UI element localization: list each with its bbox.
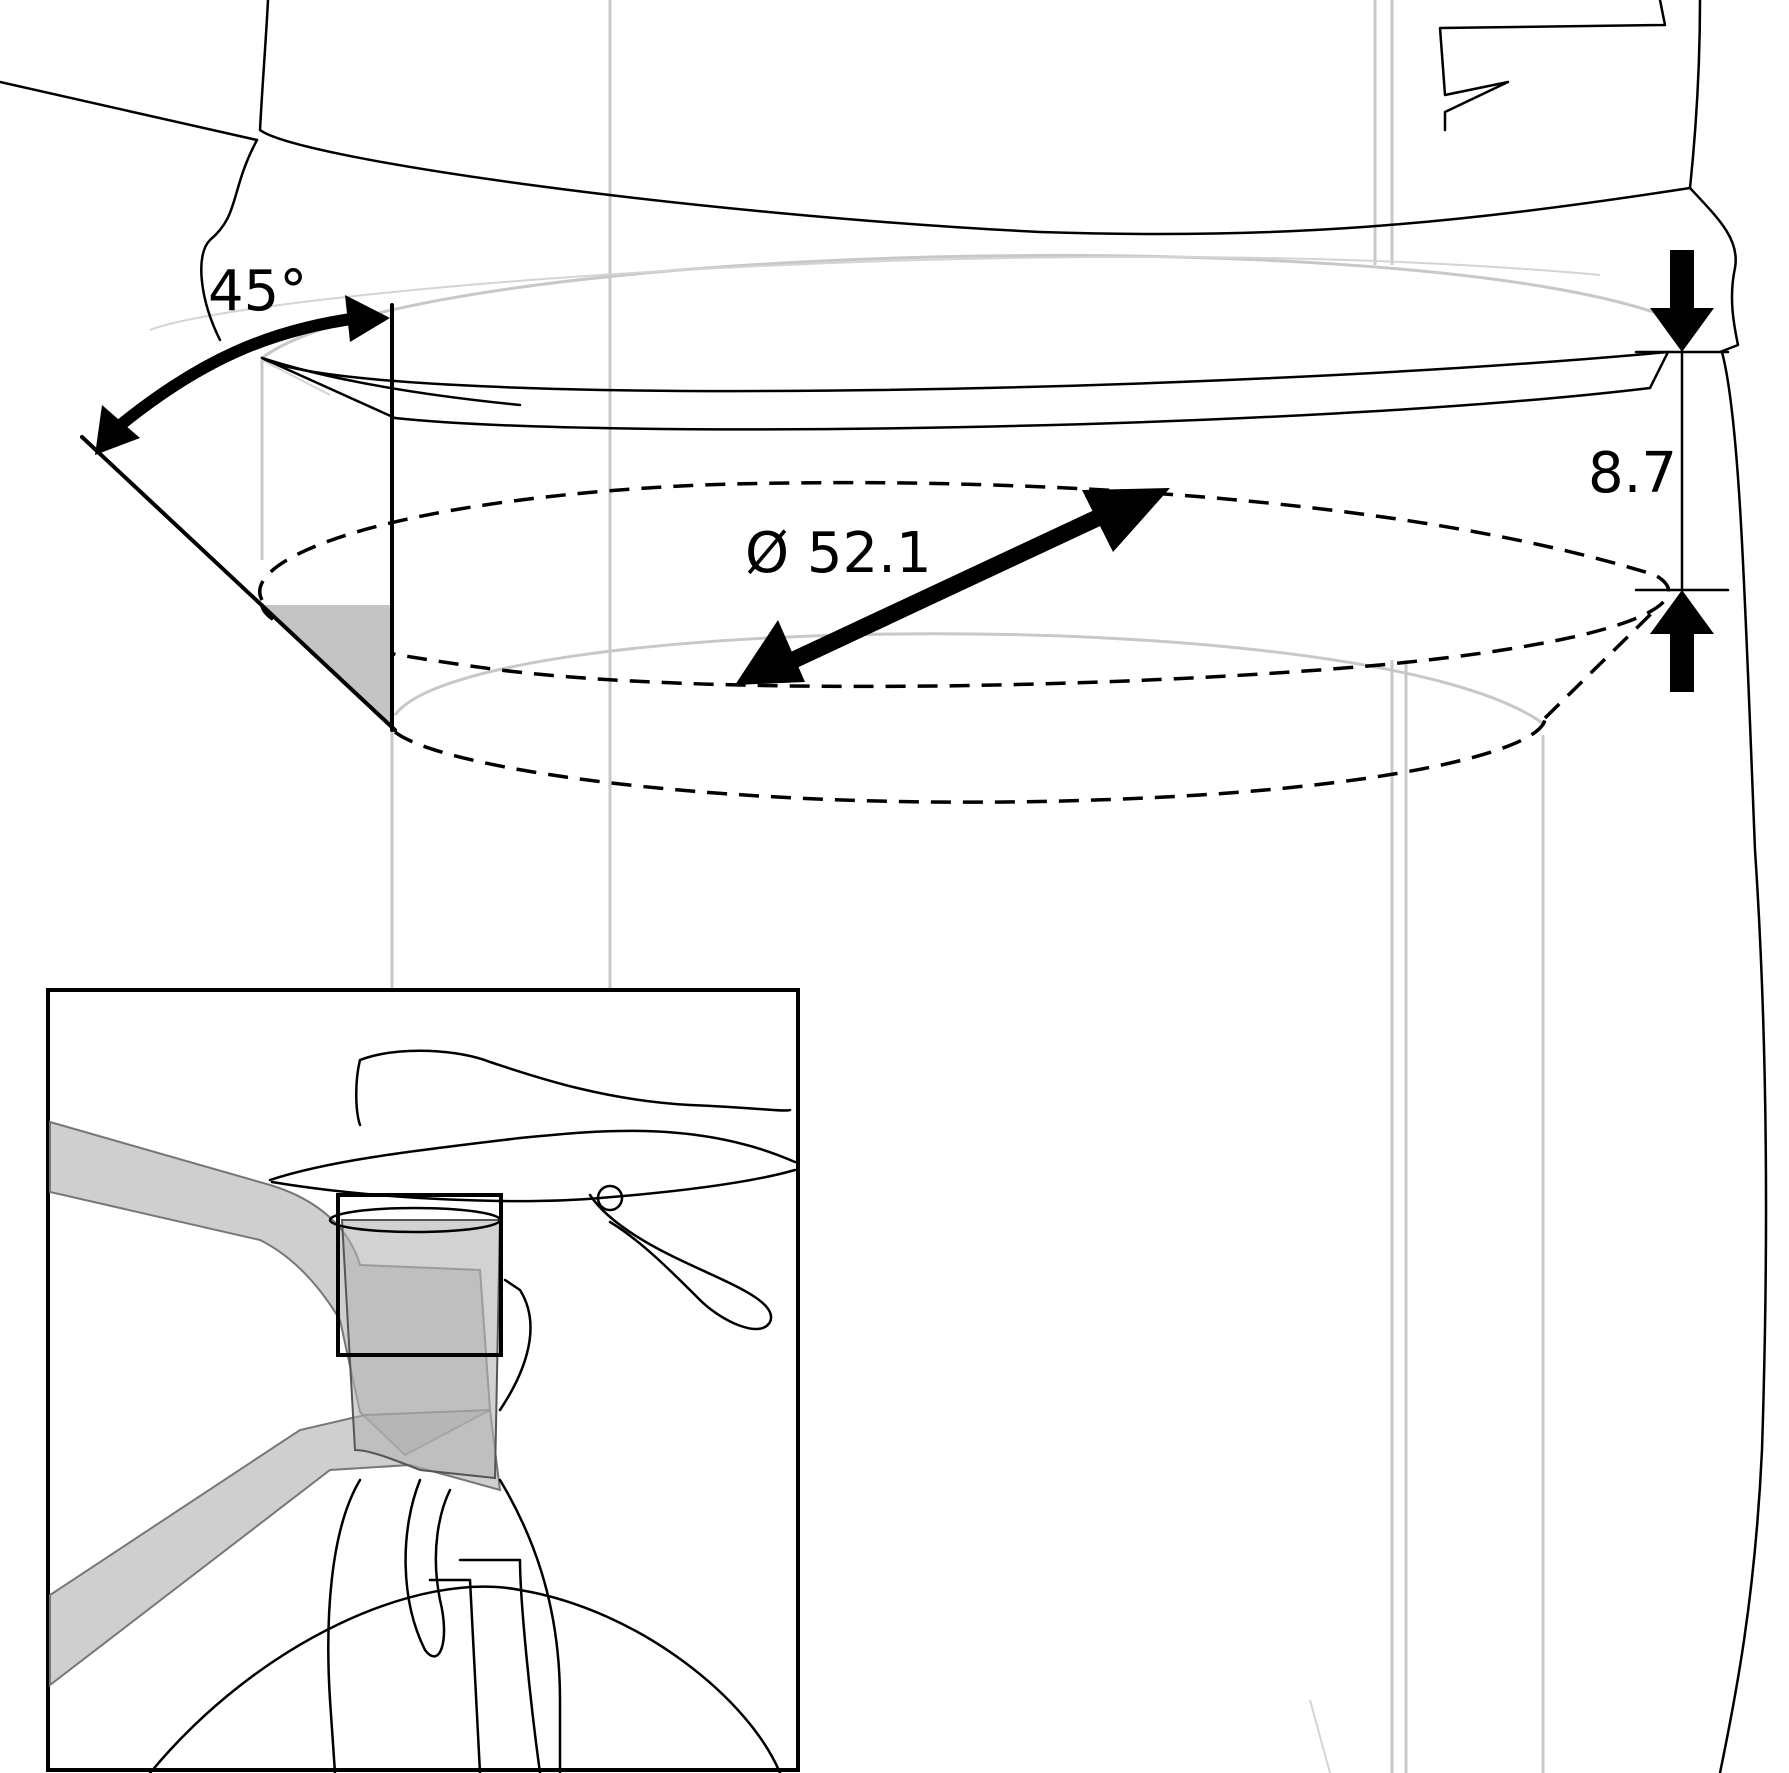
inset-head-tube (340, 1219, 502, 1480)
diameter-label: Ø 52.1 (745, 521, 932, 586)
diameter-arrowhead-lower (735, 620, 805, 685)
height-dimension (1634, 250, 1730, 692)
ghost-construction-lines (149, 0, 1671, 1773)
height-arrow-bottom-shaft (1670, 632, 1694, 692)
height-arrowhead-top (1650, 308, 1714, 352)
height-label: 8.7 (1588, 441, 1677, 506)
angle-label: 45° (208, 259, 307, 324)
angle-arrowhead-right (345, 295, 390, 342)
angle-construction (80, 295, 397, 732)
diameter-arrow (735, 488, 1170, 685)
bearing-seat-dashed-ellipses (258, 480, 1671, 804)
bearing-chamfer-ring (260, 350, 1670, 431)
angle-arrowhead-left (95, 405, 140, 455)
diameter-arrowhead-upper (1082, 488, 1170, 552)
angle-arc-arrow (114, 312, 359, 432)
height-arrow-top-shaft (1670, 250, 1694, 310)
height-arrowhead-bottom (1650, 590, 1714, 634)
inset-overview (46, 988, 800, 1773)
inset-fork-wheel (148, 1278, 782, 1773)
inset-zoom-box (336, 1193, 503, 1357)
